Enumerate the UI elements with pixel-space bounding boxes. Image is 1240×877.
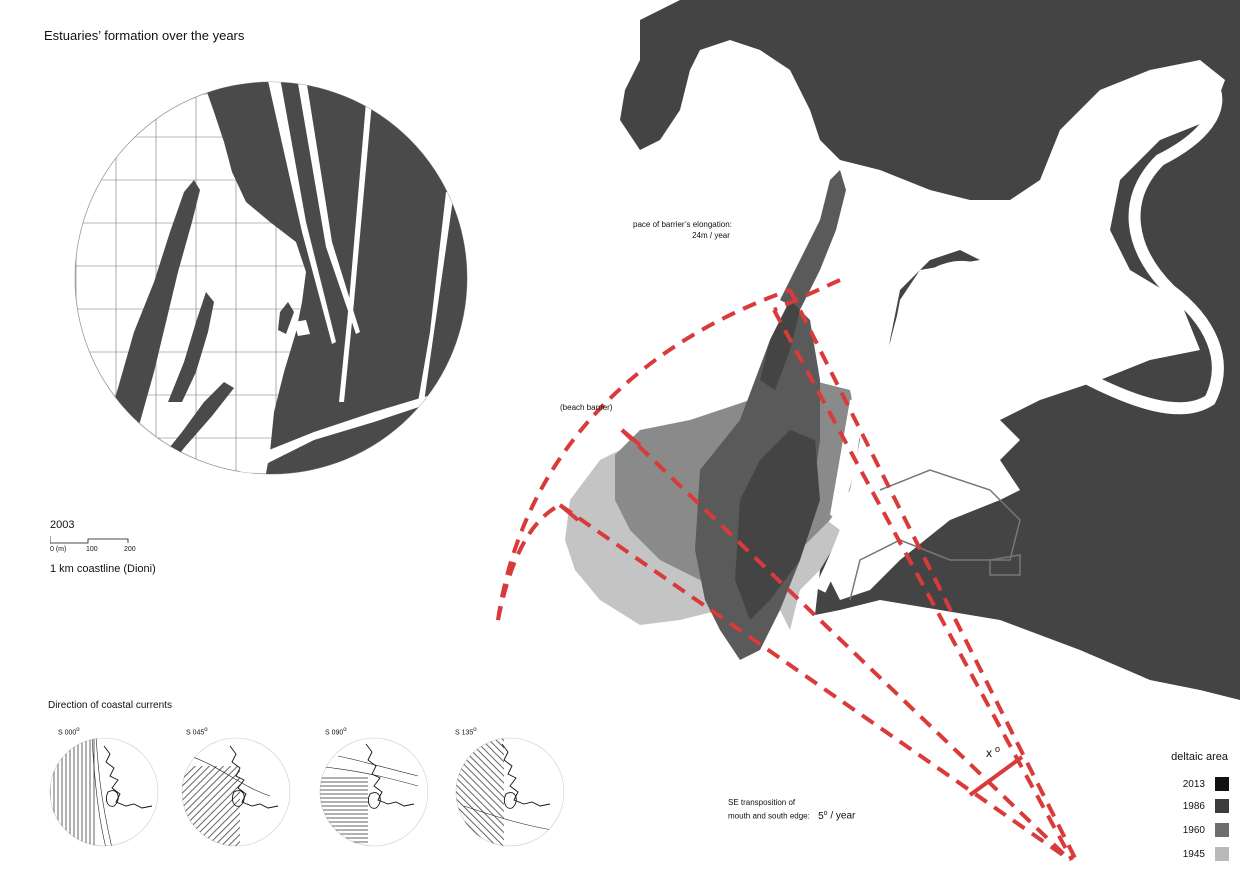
transposition-lines [496, 278, 1078, 862]
beach-barrier-label: (beach barrier) [560, 403, 613, 412]
legend-swatch-1945 [1215, 847, 1229, 861]
legend-swatch-2013 [1215, 777, 1229, 791]
legend-item-1945: 1945 [1183, 847, 1229, 861]
current-map-135 [455, 737, 565, 847]
pace-line1: pace of barrier’s elongation: [633, 220, 732, 229]
detail-map [74, 81, 468, 475]
scale-bar: 0 (m) 100 200 [50, 536, 140, 556]
current-map-090 [319, 737, 429, 847]
transposition-line2: mouth and south edge: 5o / year [728, 810, 856, 822]
current-map-045 [181, 737, 291, 847]
current-map-000 [49, 737, 159, 847]
current-label-045: S 045o [186, 727, 208, 737]
current-label-135: S 135o [455, 727, 477, 737]
legend-item-1986: 1986 [1183, 799, 1229, 813]
current-label-090: S 090o [325, 727, 347, 737]
legend-swatch-1986 [1215, 799, 1229, 813]
legend-swatch-1960 [1215, 823, 1229, 837]
scale-tick-100: 100 [86, 546, 98, 553]
layer-2013-mainland [620, 0, 1240, 700]
page-title: Estuaries’ formation over the years [44, 28, 245, 43]
river-channel [814, 72, 1224, 593]
currents-title: Direction of coastal currents [48, 700, 172, 711]
pace-line2: 24m / year [692, 231, 730, 240]
scale-tick-0: 0 (m) [50, 546, 67, 553]
current-label-000: S 000o [58, 727, 80, 737]
legend-item-1960: 1960 [1183, 823, 1229, 837]
scale-year: 2003 [50, 519, 75, 531]
island-west [114, 180, 200, 442]
transposition-line1: SE transposition of [728, 798, 796, 807]
transposition-annotation: SE transposition of mouth and south edge… [728, 797, 855, 822]
legend-title: deltaic area [1171, 751, 1228, 763]
legend-item-2013: 2013 [1183, 777, 1229, 791]
coastline-caption: 1 km coastline (Dioni) [50, 563, 156, 575]
angle-marker [558, 428, 1024, 797]
land-mass-east [200, 82, 467, 474]
pace-annotation: pace of barrier’s elongation: 24m / year [633, 219, 732, 241]
scale-tick-200: 200 [124, 546, 136, 553]
